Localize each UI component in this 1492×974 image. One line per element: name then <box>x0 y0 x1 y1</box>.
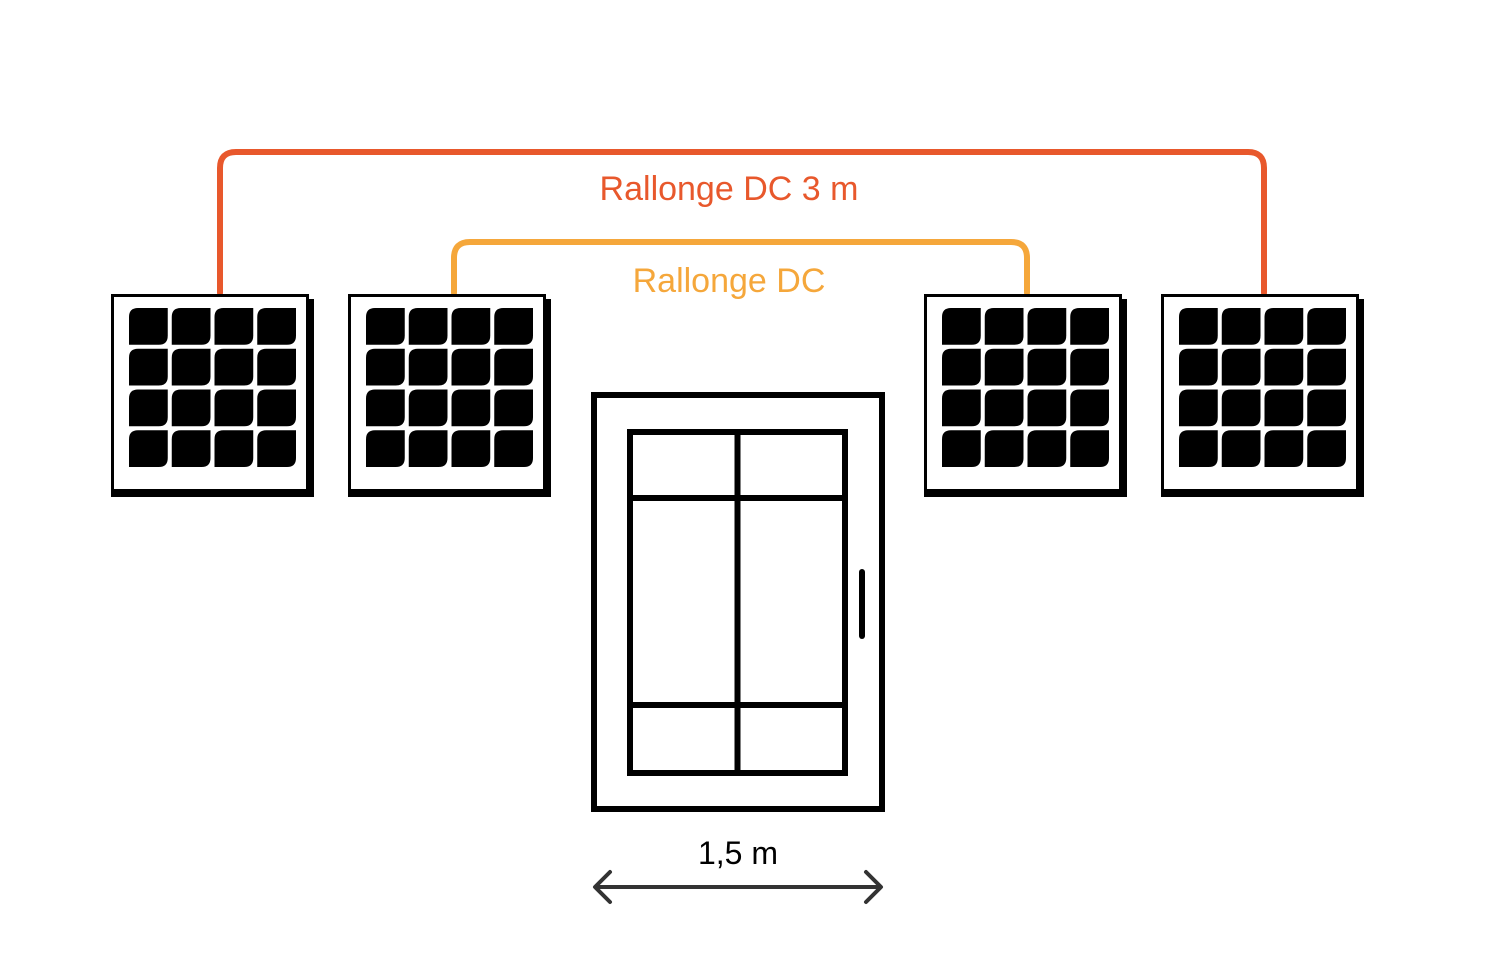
solar-cell <box>1027 389 1067 427</box>
solar-cell <box>1264 430 1304 467</box>
solar-cell <box>1179 348 1218 386</box>
window-icon <box>591 392 885 812</box>
solar-cell <box>451 389 491 427</box>
solar-cell <box>257 348 296 386</box>
solar-cell <box>129 389 168 427</box>
solar-cell <box>494 308 533 345</box>
solar-cell <box>1264 348 1304 386</box>
solar-cell <box>257 308 296 345</box>
solar-cell <box>1027 430 1067 467</box>
solar-cell <box>1307 308 1346 345</box>
double-arrow-icon <box>593 870 883 904</box>
solar-cell <box>171 308 211 345</box>
solar-cell <box>257 389 296 427</box>
solar-panel-4 <box>1161 294 1364 497</box>
window-width-label: 1,5 m <box>698 835 778 871</box>
solar-cell <box>1221 430 1261 467</box>
solar-cell <box>1070 389 1109 427</box>
solar-cell <box>1070 308 1109 345</box>
inner-dc-cable <box>451 239 1030 296</box>
solar-cell <box>129 430 168 467</box>
outer-cable-label: Rallonge DC 3 m <box>600 170 859 208</box>
solar-cell <box>214 430 254 467</box>
solar-cell <box>408 348 448 386</box>
solar-cell <box>984 389 1024 427</box>
solar-cell <box>214 348 254 386</box>
solar-cell <box>451 308 491 345</box>
solar-cell <box>214 308 254 345</box>
window-handle <box>859 569 865 639</box>
solar-cell <box>1307 430 1346 467</box>
solar-cell <box>129 308 168 345</box>
solar-cell <box>214 389 254 427</box>
solar-cell <box>1179 389 1218 427</box>
solar-panel-2 <box>348 294 551 497</box>
solar-cell <box>366 308 405 345</box>
solar-cell <box>1264 389 1304 427</box>
solar-cell <box>942 389 981 427</box>
solar-cell <box>1070 430 1109 467</box>
solar-cell <box>171 348 211 386</box>
solar-cell <box>942 348 981 386</box>
solar-cell <box>451 348 491 386</box>
solar-cell <box>408 389 448 427</box>
solar-cell <box>129 348 168 386</box>
solar-cell <box>1179 308 1218 345</box>
solar-cell <box>1264 308 1304 345</box>
solar-cell <box>1027 308 1067 345</box>
solar-cell <box>408 308 448 345</box>
solar-cell <box>1027 348 1067 386</box>
inner-cable-label: Rallonge DC <box>633 262 826 300</box>
solar-cell <box>984 348 1024 386</box>
solar-cell <box>1221 389 1261 427</box>
solar-cell <box>984 430 1024 467</box>
solar-cell <box>366 348 405 386</box>
solar-cell <box>1179 430 1218 467</box>
solar-cell <box>942 308 981 345</box>
solar-cell <box>494 389 533 427</box>
solar-panel-3 <box>924 294 1127 497</box>
solar-cell <box>171 389 211 427</box>
solar-cell <box>1221 348 1261 386</box>
solar-cell <box>494 348 533 386</box>
solar-cell <box>366 430 405 467</box>
solar-panel-1 <box>111 294 314 497</box>
solar-cell <box>366 389 405 427</box>
outer-dc-cable <box>217 149 1267 296</box>
solar-cell <box>451 430 491 467</box>
solar-cell <box>494 430 533 467</box>
solar-cell <box>942 430 981 467</box>
solar-cell <box>984 308 1024 345</box>
solar-cell <box>171 430 211 467</box>
solar-cell <box>1307 389 1346 427</box>
solar-cell <box>257 430 296 467</box>
solar-cell <box>1221 308 1261 345</box>
solar-cell <box>1307 348 1346 386</box>
solar-cell <box>1070 348 1109 386</box>
solar-cell <box>408 430 448 467</box>
